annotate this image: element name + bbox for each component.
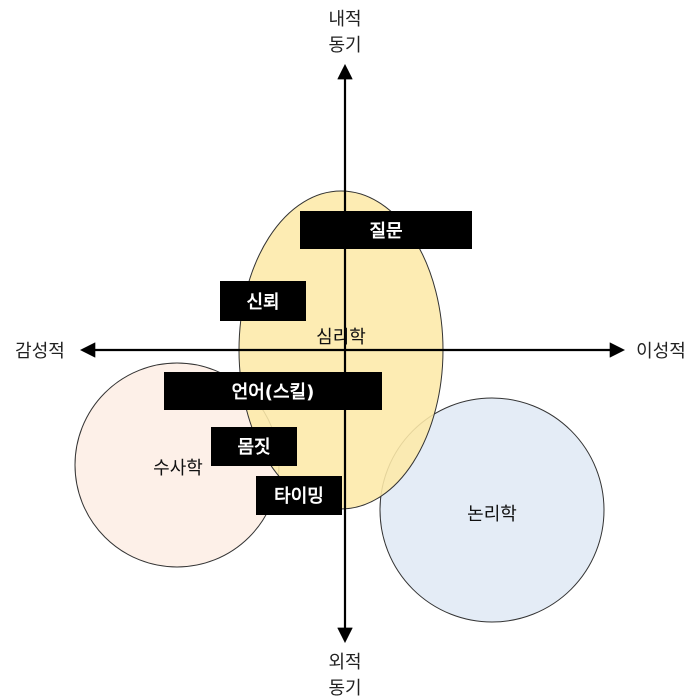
tag-question: 질문 <box>300 211 472 249</box>
tag-language: 언어(스킬) <box>164 372 382 410</box>
axis-label-bottom-line1: 외적 <box>328 652 361 673</box>
tag-trust-label: 신뢰 <box>246 292 279 313</box>
tag-trust-box <box>220 281 306 321</box>
axis-label-left: 감성적 <box>15 341 65 362</box>
tag-timing-box <box>256 476 342 515</box>
tag-gesture-box <box>211 427 297 466</box>
tag-question-label: 질문 <box>369 221 402 242</box>
tag-question-box <box>300 211 472 249</box>
axis-label-top-line2: 동기 <box>328 35 361 56</box>
tag-gesture: 몸짓 <box>211 427 297 466</box>
tag-timing-label: 타이밍 <box>274 486 324 507</box>
tag-language-label: 언어(스킬) <box>232 382 315 403</box>
axis-label-top-line1: 내적 <box>328 9 361 30</box>
region-label-rhetoric: 수사학 <box>153 458 203 479</box>
axis-label-bottom-line2: 동기 <box>328 678 361 699</box>
tag-timing: 타이밍 <box>256 476 342 515</box>
tag-gesture-label: 몸짓 <box>237 437 270 458</box>
region-label-psychology: 심리학 <box>316 327 366 348</box>
region-label-logic: 논리학 <box>467 504 517 525</box>
logic-circle <box>379 397 605 623</box>
tag-trust: 신뢰 <box>220 281 306 321</box>
axis-label-right: 이성적 <box>636 341 686 362</box>
tag-language-box <box>164 372 382 410</box>
